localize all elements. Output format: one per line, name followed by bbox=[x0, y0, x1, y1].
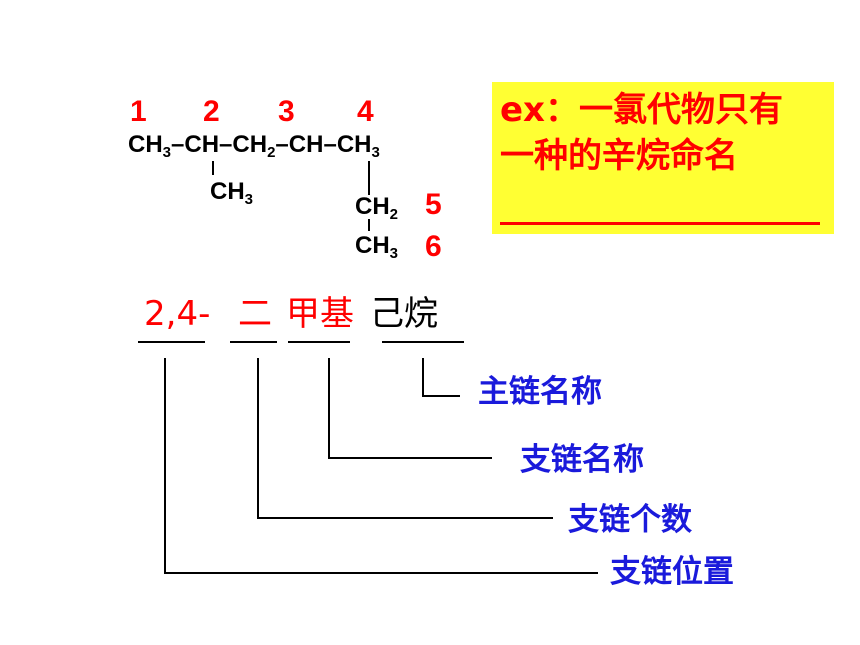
carbon-number-6: 6 bbox=[425, 230, 442, 263]
bond-c2-methyl bbox=[212, 161, 214, 175]
name-branch-part: 甲基 bbox=[286, 294, 354, 334]
group-ch-4: CH bbox=[288, 131, 324, 158]
connector-count-vertical bbox=[257, 358, 259, 518]
carbon-number-3: 3 bbox=[278, 95, 295, 128]
group-ch3-1: CH3 bbox=[128, 131, 172, 161]
group-ch3-methyl-branch: CH3 bbox=[210, 178, 254, 208]
group-ch2-ethyl-branch: CH2 bbox=[355, 193, 399, 223]
carbon-number-4: 4 bbox=[357, 95, 374, 128]
connector-branch-vertical bbox=[328, 358, 330, 458]
example-line-2: 一种的辛烷命名 bbox=[500, 136, 738, 176]
group-ch-2: CH bbox=[184, 131, 220, 158]
underline-main bbox=[382, 341, 464, 343]
carbon-number-1: 1 bbox=[130, 95, 147, 128]
name-count-part: 二 bbox=[238, 294, 272, 334]
group-ch2-3: CH2 bbox=[232, 131, 276, 161]
group-ch3-ethyl-end: CH3 bbox=[355, 232, 399, 262]
connector-main-horizontal bbox=[422, 395, 460, 397]
label-main-chain-name: 主链名称 bbox=[478, 374, 602, 410]
group-ch3-end: CH3 bbox=[336, 131, 380, 161]
label-branch-name: 支链名称 bbox=[520, 442, 644, 478]
connector-count-horizontal bbox=[257, 517, 553, 519]
carbon-number-2: 2 bbox=[203, 95, 220, 128]
connector-branch-horizontal bbox=[328, 457, 492, 459]
carbon-number-5: 5 bbox=[425, 188, 442, 221]
name-main-chain-part: 己烷 bbox=[370, 294, 438, 334]
connector-main-vertical bbox=[422, 358, 424, 396]
bond-c4-ethyl bbox=[368, 161, 370, 195]
bond-ethyl-ch3 bbox=[368, 219, 370, 231]
example-line-1: ex：一氯代物只有 bbox=[500, 90, 783, 130]
label-branch-position: 支链位置 bbox=[610, 554, 734, 590]
connector-position-horizontal bbox=[164, 572, 598, 574]
underline-position bbox=[138, 341, 205, 343]
label-branch-count: 支链个数 bbox=[568, 502, 692, 538]
example-answer-blank bbox=[500, 222, 820, 225]
structural-formula-main-chain: CH3–CH–CH2–CH–CH3 bbox=[128, 131, 380, 161]
name-position-part: 2,4- bbox=[144, 294, 211, 334]
underline-count bbox=[230, 341, 277, 343]
underline-branch bbox=[288, 341, 350, 343]
connector-position-vertical bbox=[164, 358, 166, 573]
example-box bbox=[492, 82, 834, 234]
